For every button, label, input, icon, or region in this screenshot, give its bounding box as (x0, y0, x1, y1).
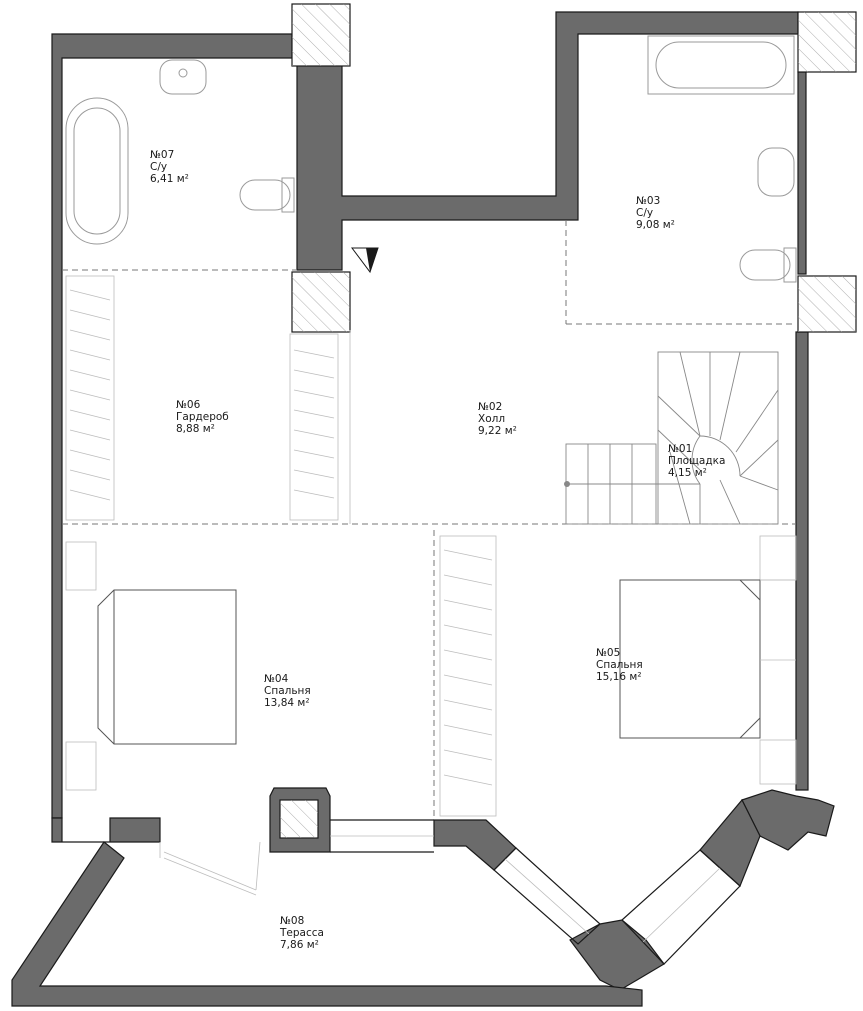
room-label-02: №02 Холл 9,22 м² (478, 401, 517, 437)
terrace-door (159, 841, 261, 896)
room-area: 15,16 м² (596, 671, 642, 683)
wardrobe-left (65, 275, 115, 521)
room-label-07: №07 С/у 6,41 м² (150, 149, 189, 185)
staircase (564, 351, 779, 525)
room-area: 9,22 м² (478, 425, 517, 437)
room-area: 8,88 м² (176, 423, 215, 435)
room-number: №05 (596, 647, 620, 659)
sink-03 (757, 147, 795, 197)
room-number: №06 (176, 399, 201, 411)
room-name: С/у (636, 207, 653, 219)
wardrobe-bedroom-05 (439, 535, 497, 817)
wall-right (797, 71, 807, 275)
room-number: №07 (150, 149, 174, 161)
room-name: Гардероб (176, 411, 229, 423)
room-area: 6,41 м² (150, 173, 189, 185)
toilet-07 (239, 179, 291, 211)
room-label-04: №04 Спальня 13,84 м² (264, 673, 311, 709)
room-name: Спальня (264, 685, 311, 697)
columns (279, 3, 857, 839)
walls (11, 11, 835, 1007)
wall-left-lower (51, 817, 161, 843)
room-area: 4,15 м² (668, 467, 707, 479)
wall-bay-corner (569, 919, 665, 991)
wall-terrace (11, 841, 643, 1007)
bed-05 (619, 535, 797, 785)
bathtub-03 (647, 35, 795, 95)
room-dividers (62, 220, 796, 820)
room-name: Терасса (279, 927, 324, 939)
room-label-01: №01 Площадка 4,15 м² (668, 443, 725, 479)
room-name: Площадка (668, 455, 725, 467)
wall-bay-left (433, 819, 517, 871)
room-number: №08 (280, 915, 304, 927)
room-labels: №07 С/у 6,41 м² №03 С/у 9,08 м² №06 Гард… (150, 149, 725, 951)
room-name: Холл (478, 413, 505, 425)
room-area: 9,08 м² (636, 219, 675, 231)
wall-bay-right (741, 789, 835, 851)
fixtures (65, 35, 797, 965)
room-number: №04 (264, 673, 289, 685)
room-label-05: №05 Спальня 15,16 м² (596, 647, 643, 683)
toilet-03 (739, 249, 791, 281)
bed-04 (65, 541, 237, 791)
wardrobe-right (289, 333, 339, 521)
room-number: №02 (478, 401, 502, 413)
room-label-08: №08 Терасса 7,86 м² (279, 915, 324, 951)
room-area: 7,86 м² (280, 939, 319, 951)
room-number: №03 (636, 195, 660, 207)
bay-windows (493, 847, 741, 965)
room-name: Спальня (596, 659, 643, 671)
room-number: №01 (668, 443, 692, 455)
room-label-06: №06 Гардероб 8,88 м² (176, 399, 229, 435)
room-label-03: №03 С/у 9,08 м² (636, 195, 675, 231)
wall-center-vertical (296, 11, 799, 271)
room-area: 13,84 м² (264, 697, 310, 709)
bathtub-07 (65, 97, 129, 245)
room-name: С/у (150, 161, 167, 173)
sink-07 (159, 59, 207, 95)
wall-right-lower (795, 331, 809, 791)
